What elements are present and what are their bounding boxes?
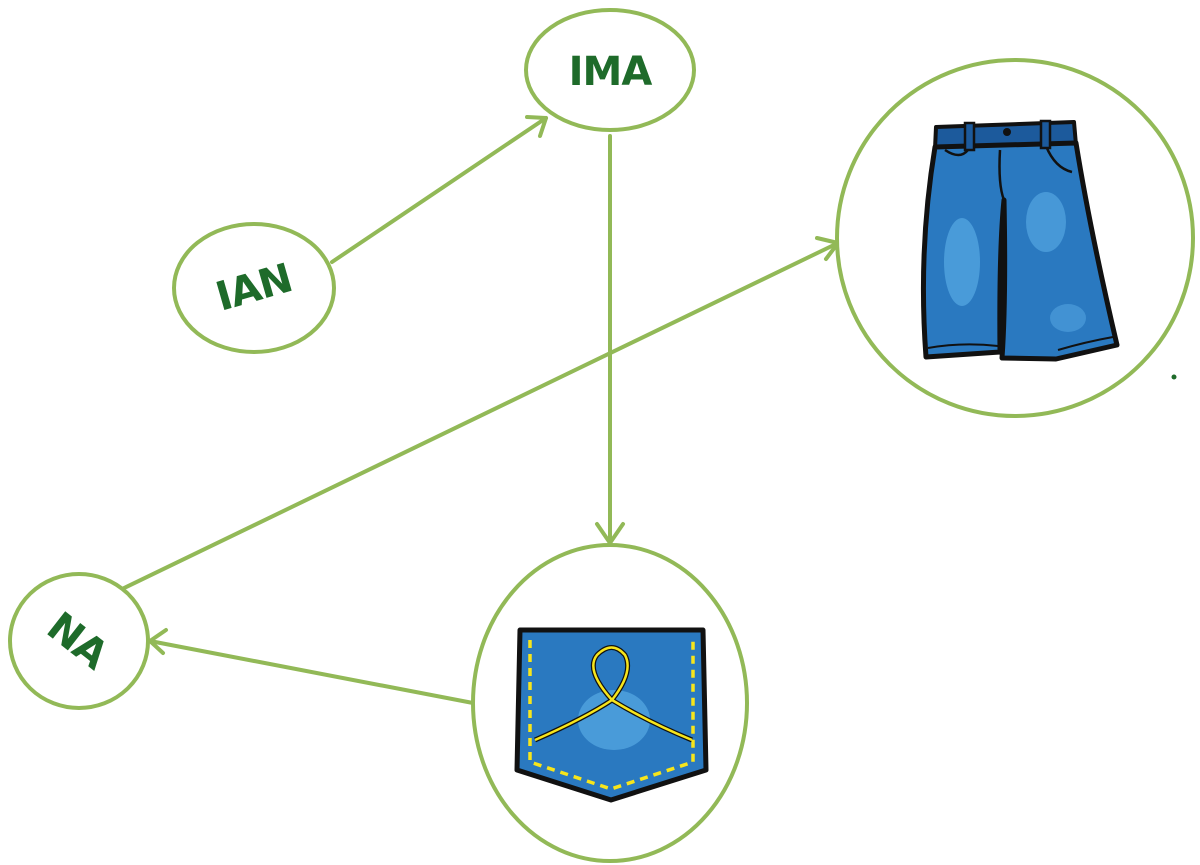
pocket-loop xyxy=(534,646,693,742)
pants-pocket-right xyxy=(1044,145,1073,174)
pants-belt-loop-1 xyxy=(963,121,976,152)
pocket-highlight xyxy=(578,690,650,750)
pants-hem-left xyxy=(927,343,999,349)
jeans-pants-icon xyxy=(920,119,1120,362)
edge-ian-to-ima xyxy=(330,116,548,264)
node-ian: IAN xyxy=(172,222,336,354)
stray-dot xyxy=(1171,374,1177,380)
node-ian-ring xyxy=(172,222,336,354)
edge-pocket-to-na xyxy=(148,639,475,705)
pants-pocket-left xyxy=(944,148,969,157)
arrowhead-ima xyxy=(525,115,548,138)
edge-na-to-pants xyxy=(118,241,840,592)
node-ima-label: IMA xyxy=(569,49,653,95)
pants-hem-right xyxy=(1057,336,1114,351)
pants-highlight-right-low xyxy=(1050,304,1086,332)
pants-fly xyxy=(998,149,1006,201)
node-ima-ring xyxy=(524,8,696,132)
node-na-ring xyxy=(8,572,150,710)
pants-highlight-left xyxy=(944,218,980,306)
node-pocket xyxy=(471,543,749,863)
pants-highlight-right xyxy=(1026,192,1066,252)
node-na: NA xyxy=(8,572,150,710)
edges-layer xyxy=(118,115,840,705)
pants-belt-loop-2 xyxy=(1039,119,1052,150)
node-ima: IMA xyxy=(524,8,696,132)
jeans-pocket-icon xyxy=(514,627,709,803)
pants-button xyxy=(1003,128,1011,136)
node-pants xyxy=(835,58,1195,418)
pants-body xyxy=(920,140,1120,362)
